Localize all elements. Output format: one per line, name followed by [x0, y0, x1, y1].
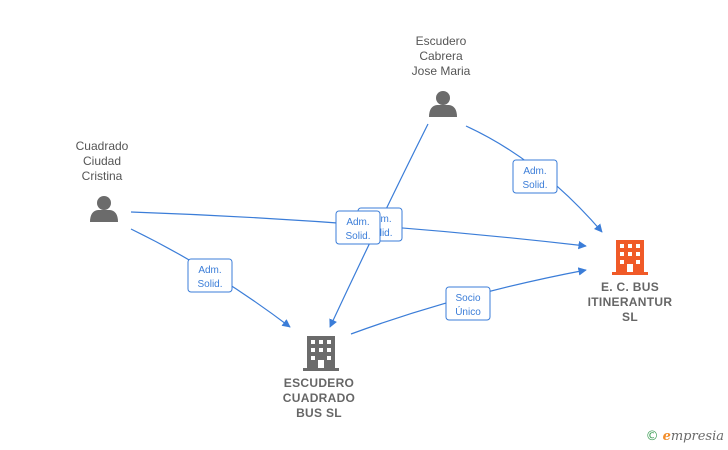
edge-label-cuadrado-to-main[interactable]: Adm. Solid. — [335, 210, 381, 245]
brand-name: mpresia — [670, 429, 724, 444]
building-icon — [612, 240, 648, 275]
edge-label-escudero-to-main[interactable]: Adm. Solid. — [512, 159, 558, 194]
company-node-second[interactable]: ESCUDERO CUADRADO BUS SL — [283, 336, 355, 420]
person-name-line-2: Ciudad — [83, 154, 121, 168]
company-node-main[interactable]: E. C. BUS ITINERANTUR SL — [588, 240, 673, 324]
person-node-cuadrado[interactable]: Cuadrado Ciudad Cristina — [76, 139, 129, 222]
person-icon — [429, 91, 457, 117]
person-name-line-2: Cabrera — [419, 49, 463, 63]
person-name-line-1: Escudero — [416, 34, 467, 48]
company-name-line-2: ITINERANTUR — [588, 295, 673, 309]
person-name-line-3: Jose Maria — [412, 64, 471, 78]
edge-label-line-2: Solid. — [345, 231, 370, 242]
edge-label-line-1: Socio — [455, 293, 480, 304]
edge-label-line-2: Único — [455, 305, 481, 318]
person-name-line-1: Cuadrado — [76, 139, 129, 153]
person-node-escudero[interactable]: Escudero Cabrera Jose Maria — [412, 34, 471, 117]
brand-initial: e — [662, 429, 671, 444]
company-name-line-1: ESCUDERO — [284, 376, 354, 390]
building-icon — [303, 336, 339, 371]
edge-label-line-2: Solid. — [197, 279, 222, 290]
company-name-line-2: CUADRADO — [283, 391, 355, 405]
edge-label-second-to-main[interactable]: Socio Único — [445, 286, 491, 321]
person-icon — [90, 196, 118, 222]
company-name-line-1: E. C. BUS — [601, 280, 659, 294]
edge-label-line-1: Adm. — [523, 166, 546, 177]
company-name-line-3: BUS SL — [296, 406, 342, 420]
edge-label-line-2: Solid. — [522, 180, 547, 191]
person-name-line-3: Cristina — [82, 169, 123, 183]
empresia-logo: ©empresia — [646, 429, 724, 444]
company-name-line-3: SL — [622, 310, 638, 324]
edge-label-cuadrado-to-second[interactable]: Adm. Solid. — [187, 258, 233, 293]
edge-label-line-1: Adm. — [198, 265, 221, 276]
copyright-symbol: © — [645, 429, 659, 444]
edge-label-line-1: Adm. — [346, 217, 369, 228]
